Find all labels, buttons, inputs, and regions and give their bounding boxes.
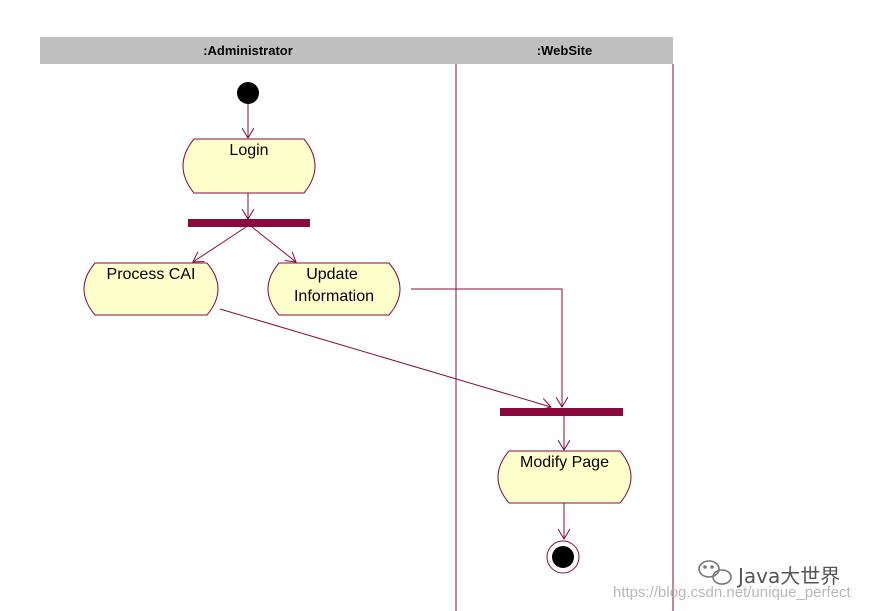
flow-fork-to-update-information — [251, 226, 296, 262]
join-bar — [500, 408, 623, 416]
activity-update-information — [267, 262, 401, 316]
activity-modify-page-label: Modify Page — [520, 454, 609, 471]
watermark-url: https://blog.csdn.net/unique_perfect — [613, 584, 851, 601]
activity-login-label: Login — [229, 142, 269, 159]
activity-process-cai — [83, 262, 219, 316]
wechat-icon — [698, 560, 732, 585]
activity-update-information-label-line2: Information — [293, 288, 375, 305]
initial-node — [237, 82, 259, 104]
final-node-inner — [552, 546, 574, 568]
activity-process-cai-label: Process CAI — [106, 266, 196, 283]
lane-header-website: :WebSite — [456, 37, 673, 64]
flow-process-cai-to-join — [219, 308, 551, 407]
fork-bar — [188, 219, 310, 227]
watermark-brand: Java大世界 — [738, 564, 841, 588]
flow-update-information-to-join — [411, 288, 562, 407]
flow-fork-to-process-cai — [193, 226, 247, 262]
activity-login — [182, 138, 316, 194]
activity-modify-page — [497, 450, 632, 504]
activity-update-information-label-line1: Update — [306, 266, 358, 283]
lane-header-administrator: :Administrator — [40, 37, 456, 64]
